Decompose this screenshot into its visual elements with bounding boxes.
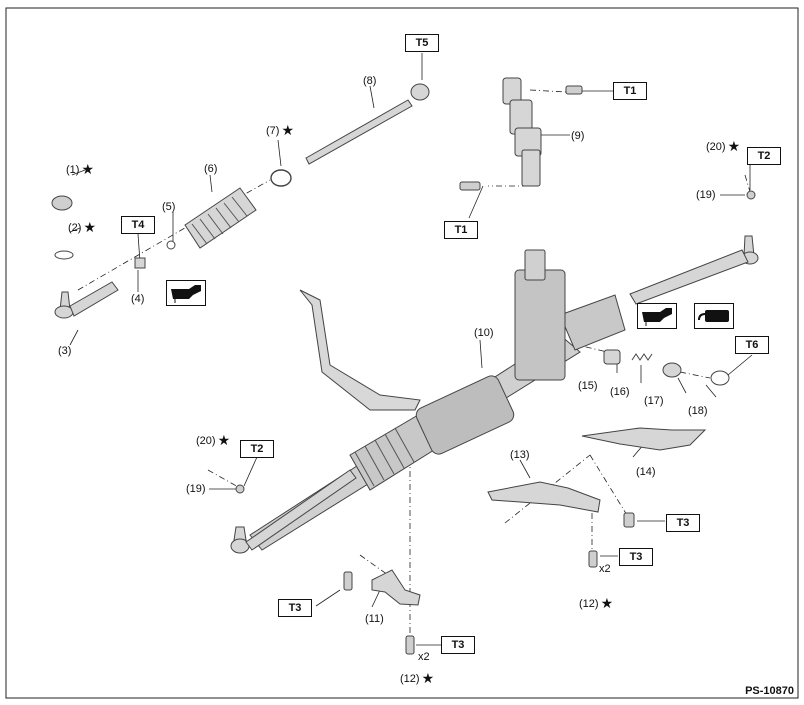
part-number: (12) — [579, 598, 599, 610]
adjuster-parts — [603, 349, 730, 386]
torque-label-t2-left: T2 — [240, 440, 274, 458]
star-icon: ★ — [727, 138, 741, 154]
quantity-mark: x2 — [418, 651, 430, 663]
torque-label-t3-lower: T3 — [441, 636, 475, 654]
part-number: (9) — [571, 130, 585, 142]
torque-label-t4: T4 — [121, 216, 155, 234]
part-number: (11) — [365, 613, 384, 625]
part-label-11: (11) — [365, 613, 384, 625]
shaft-bolts — [459, 85, 583, 191]
part-label-18: (18) — [688, 405, 708, 417]
star-icon: ★ — [600, 595, 614, 611]
part-19-right — [746, 190, 756, 200]
boot-upper — [184, 187, 257, 249]
bracket-14 — [581, 427, 707, 451]
tie-rod-end-right — [629, 235, 759, 305]
torque-label-t3-bracket11: T3 — [278, 599, 312, 617]
part-label-6: (6) — [204, 163, 217, 175]
part-label-13: (13) — [510, 449, 530, 461]
part-1-nut — [51, 195, 73, 211]
part-number: (10) — [474, 327, 494, 339]
part-number: (14) — [636, 466, 656, 478]
part-number: (8) — [363, 75, 377, 87]
grease-icon — [166, 280, 206, 306]
part-number: (6) — [204, 163, 218, 175]
part-19-left — [235, 484, 245, 494]
bracket-11 — [371, 569, 421, 606]
part-number: (1) — [66, 164, 80, 176]
tie-rod-end-lower-left — [230, 469, 357, 554]
part-number: (2) — [68, 222, 82, 234]
figure-code: PS-10870 — [745, 685, 794, 697]
part-label-10: (10) — [474, 327, 494, 339]
part-label-17: (17) — [644, 395, 664, 407]
part-label-9: (9) — [571, 130, 584, 142]
part-number: (20) — [196, 435, 216, 447]
part-label-3: (3) — [58, 345, 71, 357]
grease-icon — [637, 303, 677, 329]
part-label-4: (4) — [131, 293, 144, 305]
part-label-5: (5) — [162, 201, 175, 213]
torque-label-t3-bracket14: T3 — [666, 514, 700, 532]
torque-label-t1-upper: T1 — [613, 82, 647, 100]
tie-rod-end-left — [54, 281, 119, 319]
part-label-12-upper: (12)★ — [579, 595, 614, 611]
fluid-icon — [694, 303, 734, 329]
bracket-bolts — [343, 512, 635, 655]
part-label-20-left: (20)★ — [196, 432, 231, 448]
tie-rod-inner — [305, 83, 430, 165]
torque-label-t1-lower: T1 — [444, 221, 478, 239]
part-label-20-right: (20)★ — [706, 138, 741, 154]
star-icon: ★ — [281, 122, 295, 138]
quantity-mark: x2 — [599, 563, 611, 575]
star-icon: ★ — [81, 161, 95, 177]
part-number: (15) — [578, 380, 598, 392]
steering-gearbox — [249, 249, 626, 551]
part-label-7: (7)★ — [266, 122, 295, 138]
part-number: (5) — [162, 201, 176, 213]
star-icon: ★ — [421, 670, 435, 686]
part-number: (13) — [510, 449, 530, 461]
part-label-19-left: (19) — [186, 483, 206, 495]
part-label-14: (14) — [636, 466, 656, 478]
part-number: (3) — [58, 345, 72, 357]
part-number: (16) — [610, 386, 630, 398]
part-label-15: (15) — [578, 380, 598, 392]
part-label-2: (2)★ — [68, 219, 97, 235]
part-4-nut — [134, 257, 146, 269]
part-label-16: (16) — [610, 386, 630, 398]
part-number: (17) — [644, 395, 664, 407]
bracket-13 — [487, 481, 601, 513]
part-2-ring — [54, 250, 74, 260]
part-number: (4) — [131, 293, 145, 305]
star-icon: ★ — [83, 219, 97, 235]
intermediate-shaft — [502, 77, 542, 187]
part-label-1: (1)★ — [66, 161, 95, 177]
torque-label-t5: T5 — [405, 34, 439, 52]
outer-border — [5, 7, 799, 699]
torque-label-t3-bracket13: T3 — [619, 548, 653, 566]
part-5-clip — [166, 240, 176, 250]
part-number: (18) — [688, 405, 708, 417]
part-number: (19) — [186, 483, 206, 495]
part-label-8: (8) — [363, 75, 376, 87]
part-number: (12) — [400, 673, 420, 685]
part-number: (20) — [706, 141, 726, 153]
part-number: (19) — [696, 189, 716, 201]
part-7-clamp — [270, 169, 292, 187]
torque-label-t2-right: T2 — [747, 147, 781, 165]
part-label-12-lower: (12)★ — [400, 670, 435, 686]
star-icon: ★ — [217, 432, 231, 448]
part-label-19-right: (19) — [696, 189, 716, 201]
torque-label-t6: T6 — [735, 336, 769, 354]
part-number: (7) — [266, 125, 280, 137]
